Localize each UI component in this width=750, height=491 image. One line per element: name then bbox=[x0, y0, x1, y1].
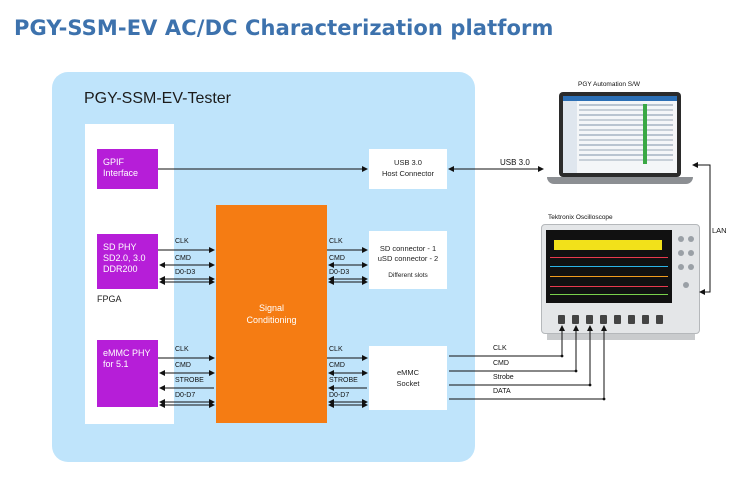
sd-connector-block: SD connector - 1 uSD connector - 2 Diffe… bbox=[369, 231, 447, 289]
emmc-left-strobe: STROBE bbox=[175, 377, 204, 384]
osc-probe-port bbox=[600, 315, 607, 324]
probe-cmd-wire bbox=[449, 325, 579, 372]
signal-conditioning-block: Signal Conditioning bbox=[216, 205, 327, 423]
osc-knob bbox=[688, 250, 694, 256]
tester-title: PGY-SSM-EV-Tester bbox=[84, 90, 232, 107]
laptop-base bbox=[547, 177, 693, 184]
laptop-label: PGY Automation S/W bbox=[578, 81, 641, 88]
osc-probe-port bbox=[642, 315, 649, 324]
sd-left-cmd: CMD bbox=[175, 255, 191, 262]
probe-strobe-label: Strobe bbox=[493, 374, 514, 381]
sd-phy-block: SD PHY SD2.0, 3.0 DDR200 bbox=[97, 234, 158, 289]
emmc-phy-block: eMMC PHY for 5.1 bbox=[97, 340, 158, 407]
sd-left-d0d3: D0-D3 bbox=[175, 269, 196, 276]
osc-knob bbox=[678, 264, 684, 270]
sd-left-clk: CLK bbox=[175, 238, 189, 245]
probe-data-wire bbox=[449, 325, 607, 400]
osc-knob bbox=[688, 264, 694, 270]
probe-clk-wire bbox=[449, 325, 565, 357]
emmc-right-d0d7: D0-D7 bbox=[329, 392, 350, 399]
lan-link-label: LAN bbox=[712, 226, 727, 235]
sd-right-cmd: CMD bbox=[329, 255, 345, 262]
page-title: PGY-SSM-EV AC/DC Characterization platfo… bbox=[14, 16, 554, 40]
emmc-socket-block: eMMC Socket bbox=[369, 346, 447, 410]
osc-knob bbox=[678, 236, 684, 242]
probe-data-label: DATA bbox=[493, 388, 511, 395]
osc-probe-port bbox=[586, 315, 593, 324]
lan-wire bbox=[692, 162, 711, 295]
sd-right-d0d3: D0-D3 bbox=[329, 269, 350, 276]
probe-clk-label: CLK bbox=[493, 345, 507, 352]
sd-connector-1-label: SD connector - 1 bbox=[379, 244, 437, 253]
osc-knob bbox=[683, 282, 689, 288]
osc-knob bbox=[688, 236, 694, 242]
fpga-label: FPGA bbox=[97, 294, 122, 304]
osc-probe-port bbox=[656, 315, 663, 324]
laptop-screen-content bbox=[563, 96, 677, 173]
sd-right-clk: CLK bbox=[329, 238, 343, 245]
emmc-left-cmd: CMD bbox=[175, 362, 191, 369]
oscilloscope-label: Tektronix Oscilloscope bbox=[548, 214, 613, 221]
osc-probe-port bbox=[628, 315, 635, 324]
gpif-interface-block: GPIF Interface bbox=[97, 149, 158, 189]
usb-link-label: USB 3.0 bbox=[500, 158, 530, 167]
oscilloscope-screen bbox=[546, 230, 672, 303]
emmc-left-clk: CLK bbox=[175, 346, 189, 353]
emmc-right-cmd: CMD bbox=[329, 362, 345, 369]
emmc-right-strobe: STROBE bbox=[329, 377, 358, 384]
oscilloscope-foot bbox=[547, 334, 695, 340]
osc-probe-port bbox=[558, 315, 565, 324]
osc-knob bbox=[678, 250, 684, 256]
different-slots-label: Different slots bbox=[388, 272, 428, 279]
osc-probe-port bbox=[614, 315, 621, 324]
emmc-left-d0d7: D0-D7 bbox=[175, 392, 196, 399]
usd-connector-2-label: uSD connector - 2 bbox=[377, 254, 439, 263]
usb-host-connector: USB 3.0 Host Connector bbox=[369, 149, 447, 189]
probe-cmd-label: CMD bbox=[493, 360, 509, 367]
osc-probe-port bbox=[572, 315, 579, 324]
emmc-right-clk: CLK bbox=[329, 346, 343, 353]
